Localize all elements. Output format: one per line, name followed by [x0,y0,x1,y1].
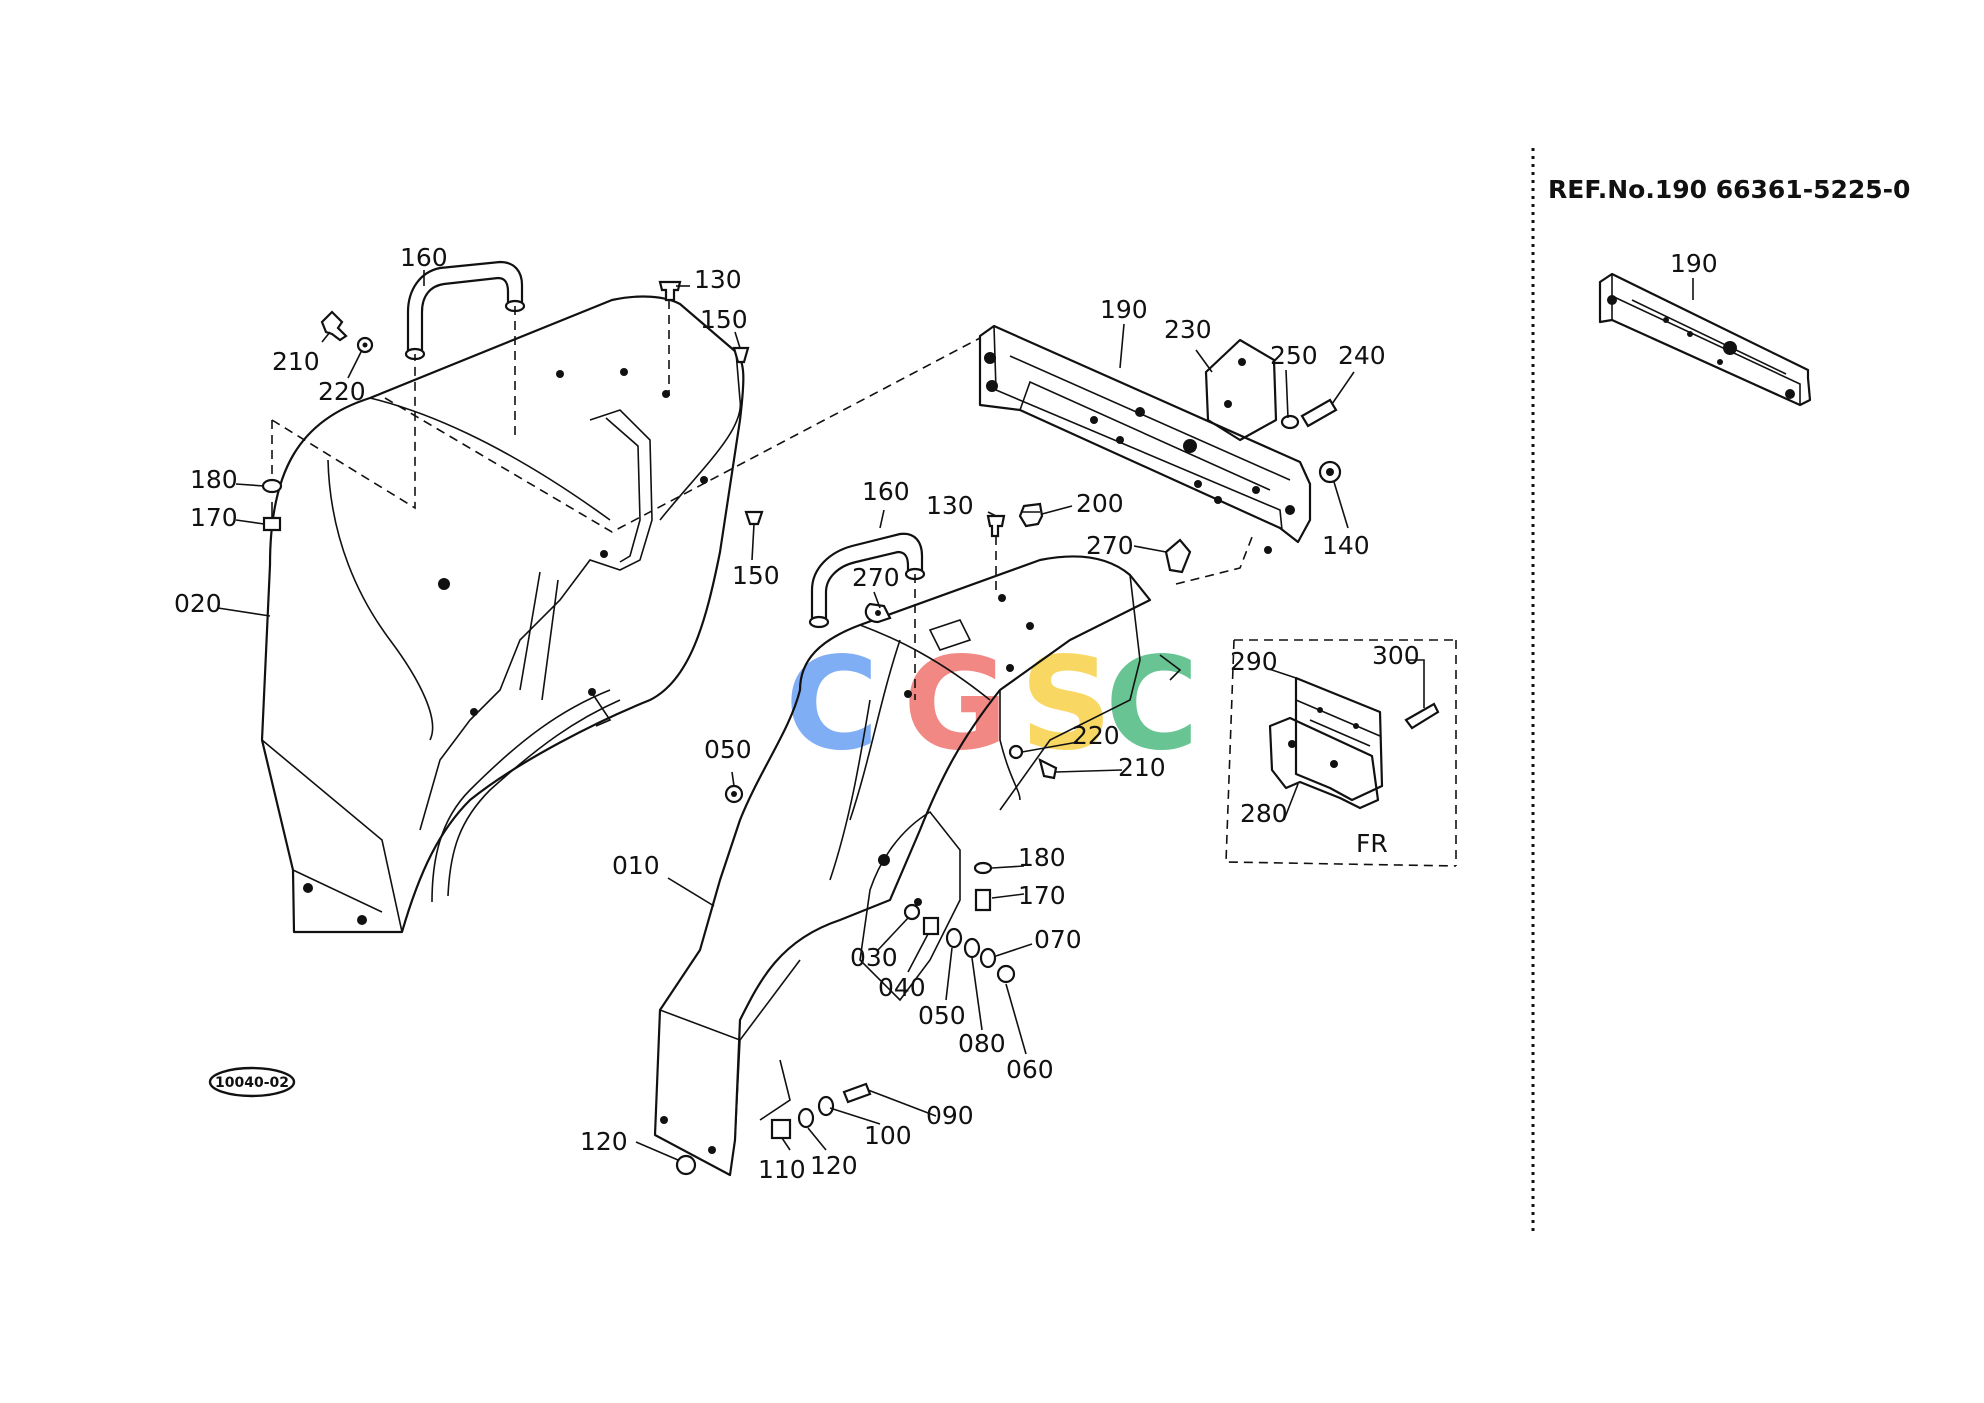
label-100: 100 [864,1121,912,1150]
watermark-letter-c1: C [785,630,879,779]
label-130: 130 [926,491,974,520]
label-220: 220 [1072,721,1120,750]
label-120: 120 [580,1127,628,1156]
washer-080 [963,937,981,959]
bolt-130-left [658,280,682,302]
nut-060 [996,964,1016,984]
washer-220-right [1008,744,1024,760]
label-160: 160 [400,243,448,272]
label-150: 150 [700,305,748,334]
label-140: 140 [1322,531,1370,560]
washer-180-left [261,478,283,494]
bracket-190 [978,324,1312,554]
label-270: 270 [1086,531,1134,560]
label-180: 180 [190,465,238,494]
nut-140 [1318,460,1342,484]
label-120: 120 [810,1151,858,1180]
label-180: 180 [1018,843,1066,872]
watermark-letter-s: S [1020,630,1112,779]
spacer-040 [922,916,940,936]
label-030: 030 [850,943,898,972]
label-010: 010 [612,851,660,880]
label-240: 240 [1338,341,1386,370]
label-160: 160 [862,477,910,506]
grommet-150-mid [744,510,764,526]
label-250: 250 [1270,341,1318,370]
left-fender-020 [260,295,745,934]
bolt-170-left [262,502,282,532]
grommet-150-top [732,346,750,364]
label-280: 280 [1240,799,1288,828]
label-130: 130 [694,265,742,294]
label-290: 290 [1230,647,1278,676]
label-020: 020 [174,589,222,618]
label-270: 270 [852,563,900,592]
spacer-110 [770,1118,792,1140]
nut-050-upper [724,784,744,804]
label-210: 210 [1118,753,1166,782]
ref-bracket-190-detail [1598,272,1812,407]
label-080: 080 [958,1029,1006,1058]
bolt-090 [842,1082,872,1104]
washer-120-left [675,1154,697,1176]
bolt-130-right [986,514,1006,538]
washer-070 [979,947,997,969]
label-150: 150 [732,561,780,590]
clip-270-left [864,602,892,624]
bolt-300 [1404,702,1440,730]
label-060: 060 [1006,1055,1054,1084]
washer-050-lower [945,927,963,949]
washer-180-right [973,861,993,875]
washer-220-left [356,336,374,354]
bolt-210-left [320,310,348,342]
label-050: 050 [704,735,752,764]
washer-100 [817,1095,835,1117]
label-110: 110 [758,1155,806,1184]
label-190-detail: 190 [1670,249,1718,278]
label-190: 190 [1100,295,1148,324]
label-210: 210 [272,347,320,376]
label-fr: FR [1356,829,1388,858]
bolt-170-right [974,888,992,912]
label-090: 090 [926,1101,974,1130]
label-300: 300 [1372,641,1420,670]
figure-tag: 10040-02 [208,1066,296,1098]
handle-160-left [404,260,526,361]
part-labels: 160 130 150 210 220 180 170 020 150 160 … [174,243,1420,1184]
label-230: 230 [1164,315,1212,344]
leader-lines [217,270,1425,1161]
label-070: 070 [1034,925,1082,954]
washer-120-right [797,1107,815,1129]
bracket-280-290 [1268,676,1384,810]
svg-text:10040-02: 10040-02 [215,1075,289,1091]
bumper-200 [1018,502,1044,528]
label-040: 040 [878,973,926,1002]
label-200: 200 [1076,489,1124,518]
bolt-240 [1300,398,1338,428]
label-170: 170 [190,503,238,532]
label-170: 170 [1018,881,1066,910]
label-050: 050 [918,1001,966,1030]
bolt-210-right [1038,757,1058,780]
reference-number: REF.No.190 66361-5225-0 [1548,175,1910,204]
right-fender-010 [653,555,1182,1177]
handle-160-right [808,532,926,629]
clip-270-right [1164,538,1192,574]
washer-250 [1280,414,1300,430]
nut-030 [903,903,921,921]
plate-230 [1204,338,1278,442]
label-220: 220 [318,377,366,406]
